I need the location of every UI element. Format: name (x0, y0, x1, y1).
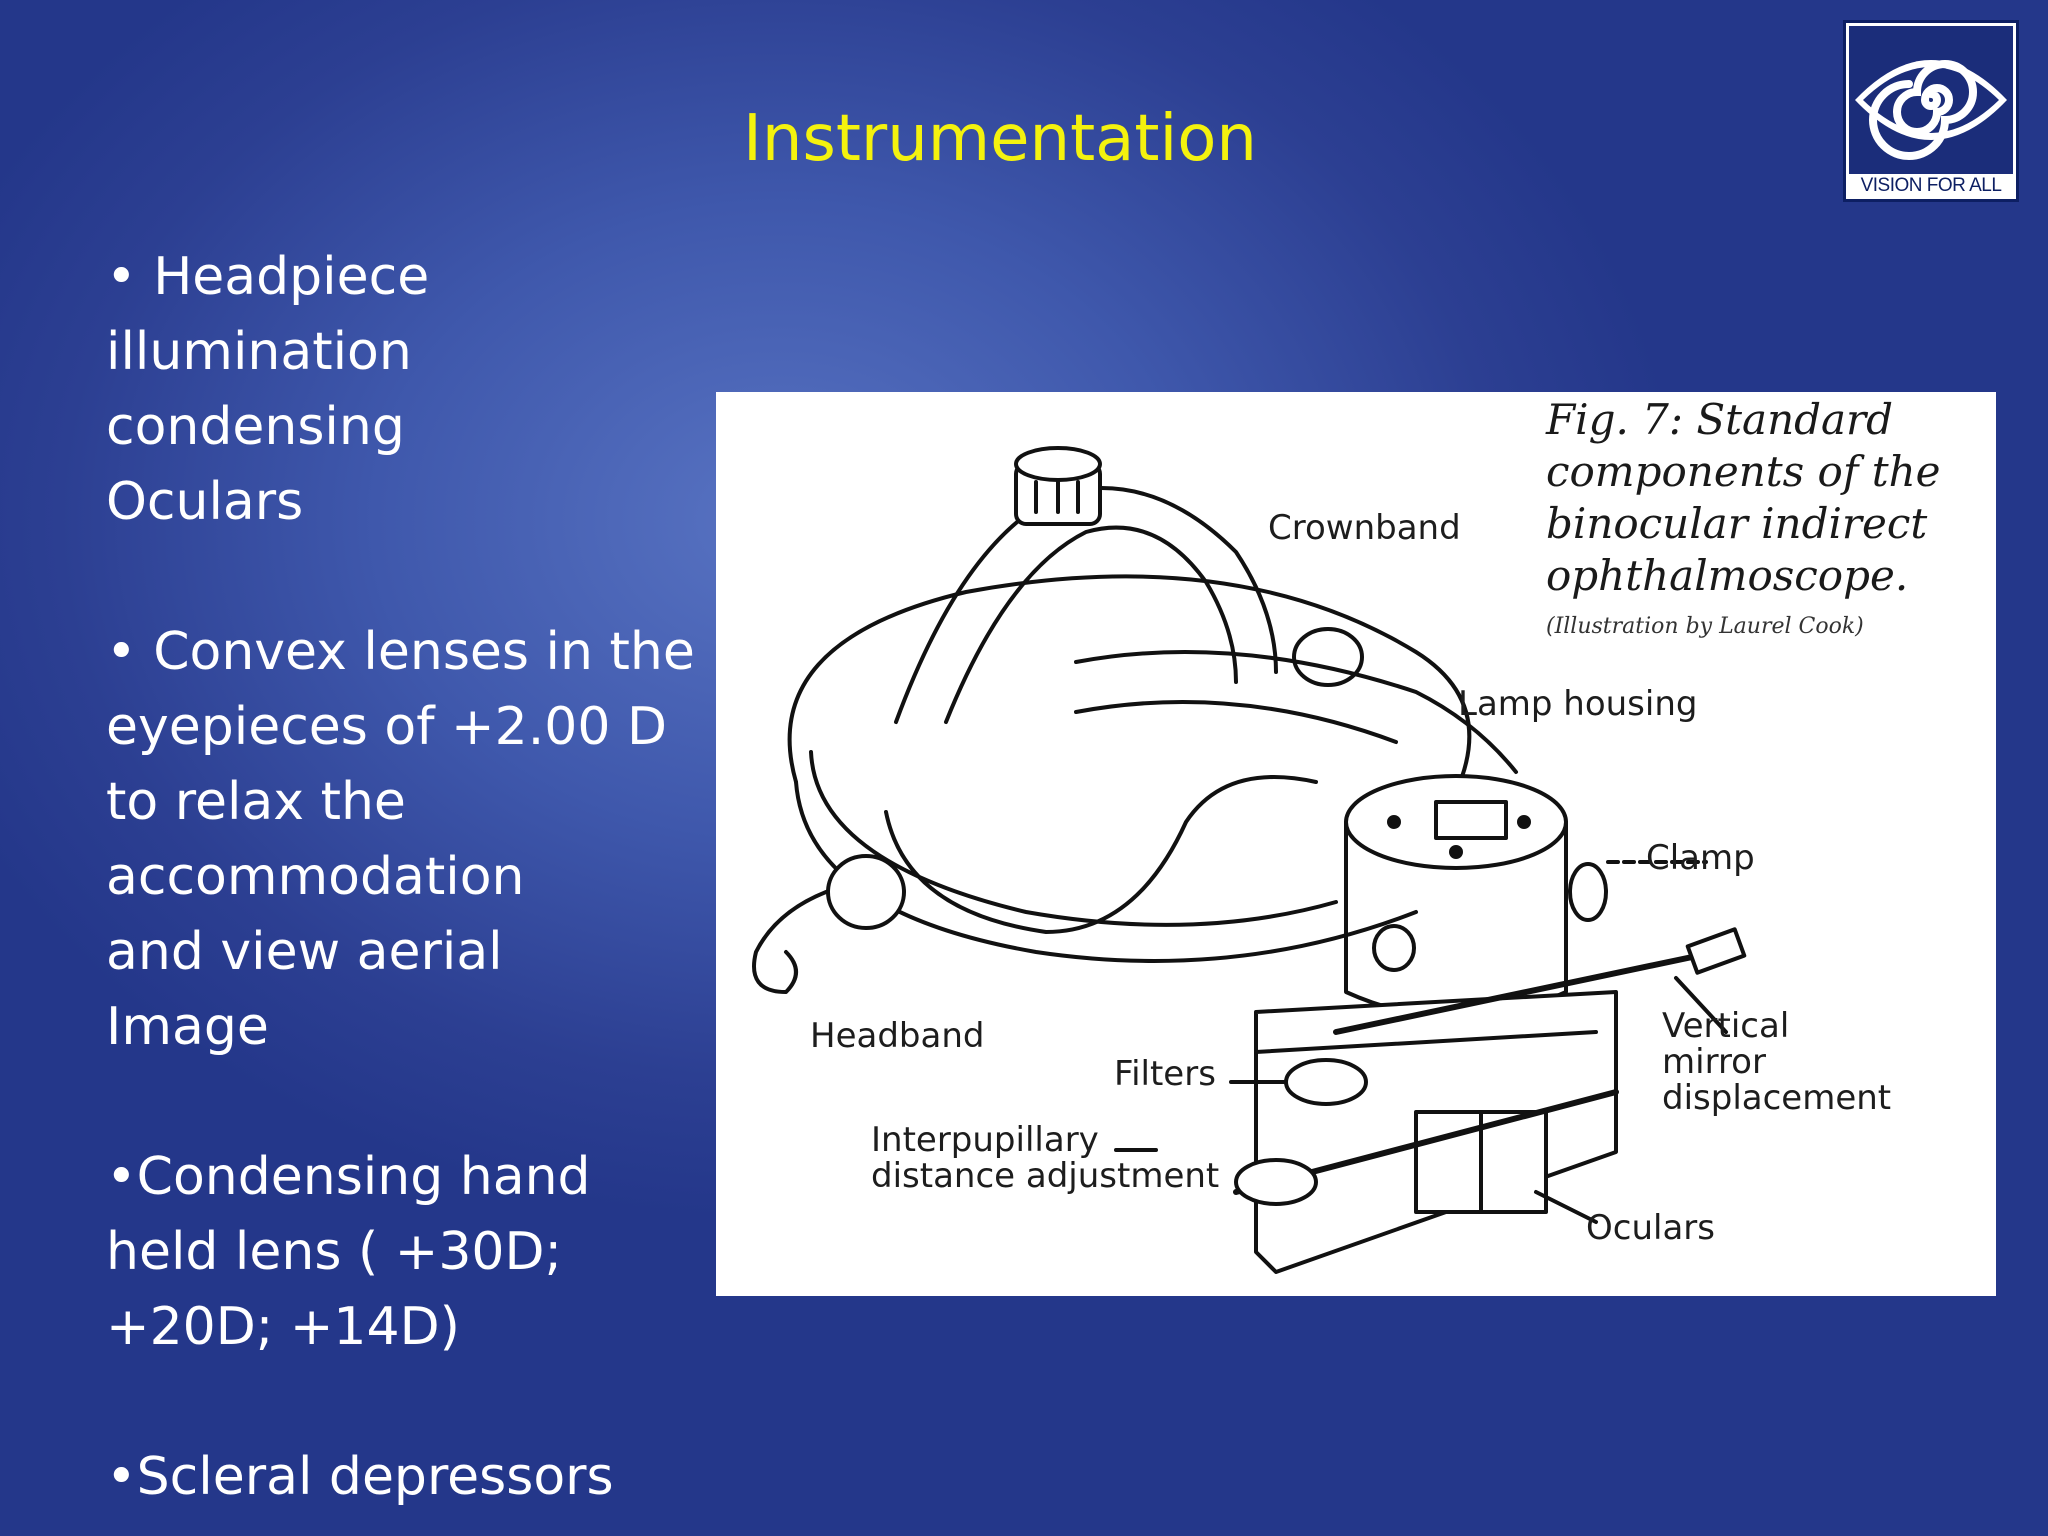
vision-for-all-logo: VISION FOR ALL (1843, 20, 2019, 202)
label-filters: Filters (1114, 1054, 1216, 1094)
label-clamp: Clamp (1646, 838, 1755, 878)
bullet-list: • Headpiece illumination condensing Ocul… (106, 240, 706, 1515)
figure-credit: (Illustration by Laurel Cook) (1546, 614, 1864, 639)
ophthalmoscope-figure: Fig. 7: Standard components of the binoc… (716, 392, 1996, 1296)
label-lamp-housing: Lamp housing (1458, 684, 1698, 724)
label-oculars: Oculars (1586, 1208, 1715, 1248)
ophthalmoscope-illustration (752, 446, 1747, 1274)
bullet-convex-lenses: • Convex lenses in the eyepieces of +2.0… (106, 622, 695, 1057)
bullet-headpiece: • Headpiece illumination condensing Ocul… (106, 247, 430, 532)
bullet-scleral-depressors: •Scleral depressors (106, 1447, 614, 1507)
bullet-condensing-lens: •Condensing hand held lens ( +30D; +20D;… (106, 1147, 591, 1357)
label-headband: Headband (810, 1016, 985, 1056)
figure-caption: Fig. 7: Standard components of the binoc… (1546, 395, 1941, 600)
label-vertical-mirror: Vertical mirror displacement (1662, 1006, 1892, 1118)
logo-text: VISION FOR ALL (1860, 175, 2002, 196)
label-crownband: Crownband (1268, 508, 1461, 548)
slide-title: Instrumentation (743, 102, 1257, 176)
label-interpupillary: Interpupillary distance adjustment (871, 1120, 1220, 1196)
eye-spiral-icon (1849, 26, 2013, 174)
